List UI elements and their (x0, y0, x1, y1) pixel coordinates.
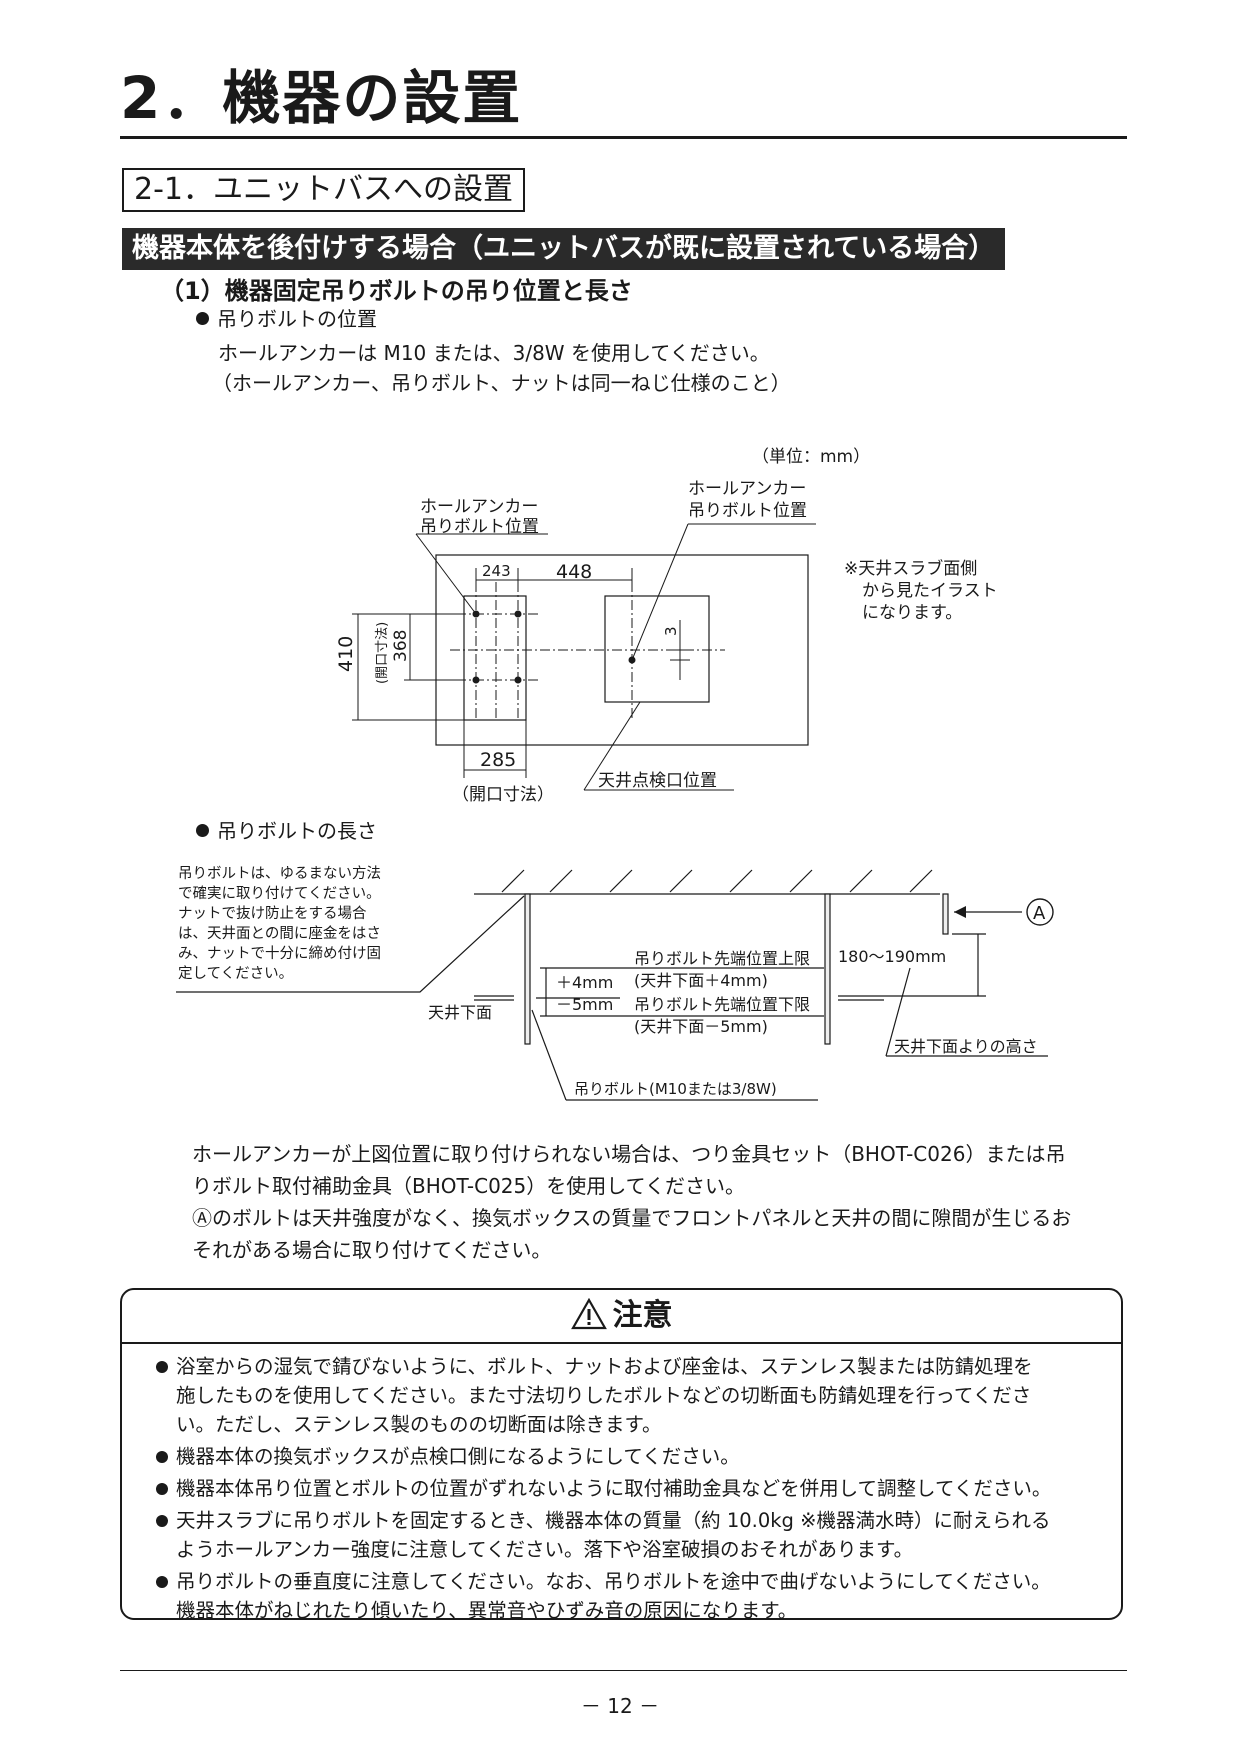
callout-right-line-2: 吊りボルト位置 (688, 501, 807, 521)
unit-label: （単位：mm） (752, 447, 870, 467)
marker-a-label: A (1033, 903, 1046, 924)
bullet-dot (196, 824, 209, 837)
instruction-line-2: で確実に取り付けてください。 (178, 885, 381, 902)
tolerance-minus: －5mm (556, 995, 613, 1014)
dim-243: 243 (482, 562, 511, 580)
section-title: 2-1．ユニットバスへの設置 (122, 168, 525, 212)
dim-368: 368 (391, 630, 411, 662)
bolt-spec-label: 吊りボルト(M10または3/8W) (574, 1080, 777, 1098)
height-range: 180～190mm (838, 947, 946, 966)
instruction-line-5: み、ナットで十分に締め付け固 (178, 945, 381, 962)
caution-box: 注意 浴室からの湿気で錆びないように、ボルト、ナットおよび座金は、ステンレス製ま… (120, 1288, 1123, 1622)
bullet-dot (156, 1483, 168, 1495)
upper-limit-line-2: (天井下面＋4mm) (634, 971, 768, 990)
caution-item: 機器本体吊り位置とボルトの位置がずれないように取付補助金具などを併用して調整して… (156, 1474, 1106, 1503)
caution-item: 吊りボルトの垂直度に注意してください。なお、吊りボルトを途中で曲げないようにして… (156, 1567, 1106, 1625)
bolt-position-line-1: ホールアンカーは M10 または、3/8W を使用してください。 (218, 341, 770, 365)
note-line-1: ホールアンカーが上図位置に取り付けられない場合は、つり金具セット（BHOT-C0… (192, 1142, 1066, 1166)
marker-a (1026, 898, 1054, 926)
bolt-position-diagram: （単位：mm） ホールアンカー 吊りボルト位置 ホールアンカー 吊りボルト位置 … (335, 447, 998, 805)
page-number: － 12 － (580, 1694, 660, 1718)
subsection-title: （1）機器固定吊りボルトの吊り位置と長さ (160, 277, 633, 305)
hanging-bolt-right (824, 893, 831, 1045)
bullet-bolt-length: 吊りボルトの長さ (196, 818, 377, 844)
dim-3: 3 (662, 626, 680, 636)
callout-right-line-1: ホールアンカー (688, 479, 806, 499)
caution-list: 浴室からの湿気で錆びないように、ボルト、ナットおよび座金は、ステンレス製または防… (156, 1352, 1106, 1628)
dim-448: 448 (556, 561, 592, 583)
dim-opening-vertical: (開口寸法) (375, 622, 390, 684)
bullet-dot (156, 1576, 168, 1588)
height-label: 天井下面よりの高さ (894, 1037, 1038, 1056)
chapter-title: 2．機器の設置 (120, 64, 523, 132)
warning-icon (570, 1297, 607, 1334)
note-line-2: りボルト取付補助金具（BHOT-C025）を使用してください。 (192, 1174, 746, 1198)
lower-limit-line-1: 吊りボルト先端位置下限 (634, 995, 810, 1014)
ceiling-outline (435, 554, 809, 746)
bullet-dot (196, 312, 209, 325)
bolt-length-diagram: A 吊りボルトは、ゆるまない方法 で確実に取り付けてください。 ナットで抜け防止… (176, 865, 1054, 1101)
instruction-line-1: 吊りボルトは、ゆるまない方法 (178, 865, 381, 882)
footer-rule (120, 1670, 1127, 1671)
bolt-position-line-2: （ホールアンカー、吊りボルト、ナットは同一ねじ仕様のこと） (212, 371, 791, 395)
bullet-bolt-position: 吊りボルトの位置 (196, 306, 377, 332)
anchor-point (472, 676, 480, 684)
callout-left-line-1: ホールアンカー (420, 497, 538, 517)
tolerance-plus: ＋4mm (556, 973, 613, 992)
note-line-3: Ⓐのボルトは天井強度がなく、換気ボックスの質量でフロントパネルと天井の間に隙間が… (192, 1206, 1072, 1230)
inspection-opening (604, 595, 710, 703)
instruction-line-3: ナットで抜け防止をする場合 (178, 905, 367, 922)
note-line-4: それがある場合に取り付けてください。 (192, 1238, 552, 1262)
caution-item: 機器本体の換気ボックスが点検口側になるようにしてください。 (156, 1442, 1106, 1471)
anchor-point (514, 676, 522, 684)
bullet-dot (156, 1451, 168, 1463)
bolt-length-label: 吊りボルトの長さ (217, 819, 377, 843)
bullet-dot (156, 1515, 168, 1527)
view-note-line-3: になります。 (862, 603, 962, 623)
caution-header: 注意 (122, 1290, 1121, 1344)
dim-410: 410 (335, 636, 357, 672)
hanging-bolt-left (524, 893, 531, 1045)
view-note-line-2: から見たイラスト (862, 581, 998, 601)
inspection-label: 天井点検口位置 (598, 771, 717, 791)
banner-title: 機器本体を後付けする場合（ユニットバスが既に設置されている場合） (122, 228, 1006, 270)
bullet-dot (156, 1361, 168, 1373)
opening-left (463, 595, 527, 721)
callout-left-line-2: 吊りボルト位置 (420, 517, 539, 537)
bolt-position-label: 吊りボルトの位置 (217, 307, 377, 331)
instruction-line-6: 定してください。 (178, 965, 293, 982)
caution-title: 注意 (612, 1298, 673, 1333)
lower-limit-line-2: (天井下面－5mm) (634, 1017, 768, 1036)
chapter-rule (120, 136, 1127, 139)
view-note-line-1: ※天井スラブ面側 (844, 558, 977, 579)
anchor-point (514, 610, 522, 618)
bolt-a (942, 893, 949, 935)
caution-item: 浴室からの湿気で錆びないように、ボルト、ナットおよび座金は、ステンレス製または防… (156, 1352, 1106, 1439)
dim-opening-horizontal: （開口寸法） (452, 785, 554, 805)
dim-285: 285 (480, 749, 516, 771)
installation-notes: ホールアンカーが上図位置に取り付けられない場合は、つり金具セット（BHOT-C0… (192, 1138, 1122, 1266)
caution-item: 天井スラブに吊りボルトを固定するとき、機器本体の質量（約 10.0kg ※機器満… (156, 1506, 1106, 1564)
upper-limit-line-1: 吊りボルト先端位置上限 (634, 949, 810, 968)
instruction-line-4: は、天井面との間に座金をはさ (178, 925, 381, 942)
ceiling-bottom-label: 天井下面 (428, 1003, 492, 1022)
